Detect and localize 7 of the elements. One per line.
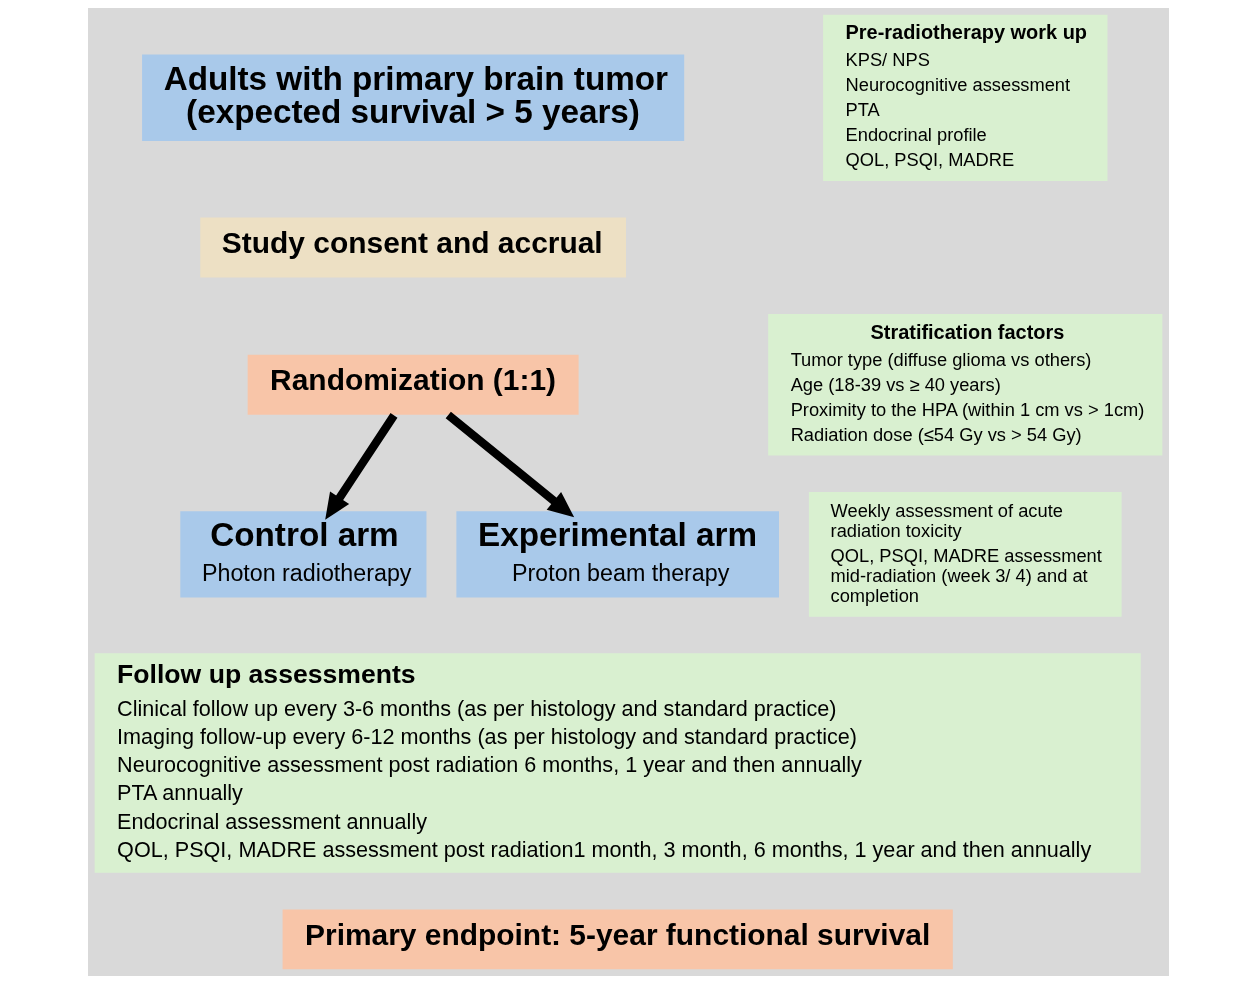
node-box: Experimental arm Proton beam therapy [455, 511, 779, 598]
node-box: Adults with primary brain tumor (expected survival > 5 years) [141, 54, 684, 142]
node-box: Randomization (1:1) [247, 354, 579, 415]
arrow [445, 411, 574, 518]
node-box: Primary endpoint: 5-year functional survival [282, 909, 953, 970]
arrow [324, 413, 397, 520]
node-box: Control arm Photon radiotherapy [179, 511, 426, 598]
